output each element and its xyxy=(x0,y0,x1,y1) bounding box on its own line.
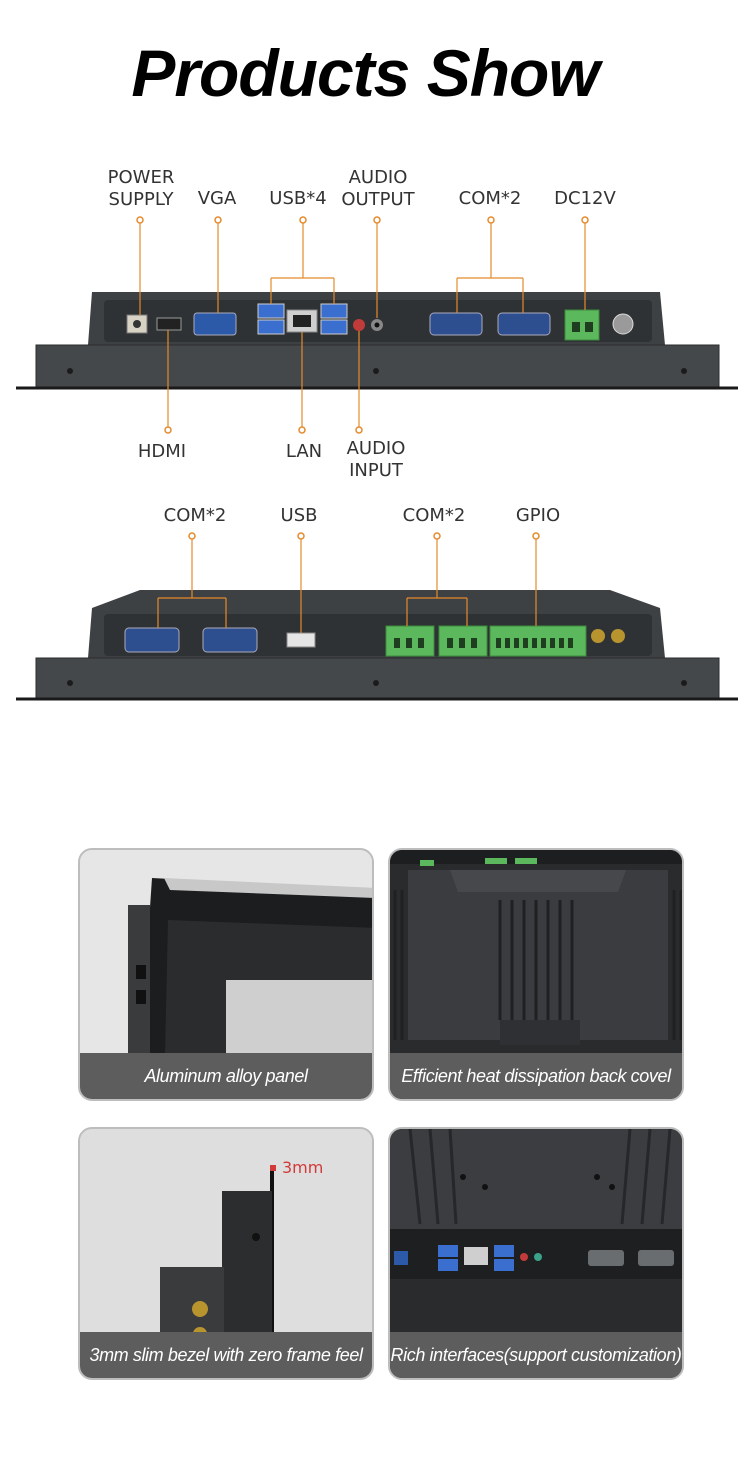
antenna-connector-2 xyxy=(611,629,625,643)
label-audio-input: AUDIO INPUT xyxy=(346,438,406,481)
bezel-thickness-marker: 3mm xyxy=(282,1158,324,1177)
label-audio-output: AUDIO OUTPUT xyxy=(341,167,415,210)
top-bezel xyxy=(35,344,720,388)
usb-ports-left xyxy=(257,319,285,335)
top-io-panel-diagram xyxy=(16,216,738,434)
bottom-io-panel-diagram xyxy=(16,532,738,701)
label-lan: LAN xyxy=(285,441,323,462)
feature-card-bezel: 3mm 3mm slim bezel with zero frame feel xyxy=(78,1127,374,1380)
hdmi-port xyxy=(156,317,182,331)
caption-heat: Efficient heat dissipation back covel xyxy=(390,1053,682,1099)
bottom-com-port-2 xyxy=(202,627,258,653)
label-usb-bottom: USB xyxy=(280,505,318,526)
label-power-supply: POWER SUPPLY xyxy=(107,167,175,210)
top-callout-lines xyxy=(139,220,586,430)
bottom-com-port-1 xyxy=(124,627,180,653)
antenna-connector-1 xyxy=(591,629,605,643)
bottom-bezel xyxy=(35,657,720,699)
dc12v-terminal xyxy=(564,309,600,341)
com-port-1 xyxy=(429,312,483,336)
caption-interfaces: Rich interfaces(support customization) xyxy=(390,1332,682,1378)
vga-port xyxy=(193,312,237,336)
feature-card-interfaces: Rich interfaces(support customization) xyxy=(388,1127,684,1380)
caption-bezel: 3mm slim bezel with zero frame feel xyxy=(80,1332,372,1378)
label-dc12v: DC12V xyxy=(554,188,616,209)
bottom-usb-port xyxy=(286,632,316,648)
label-usb4: USB*4 xyxy=(269,188,327,209)
label-vga: VGA xyxy=(197,188,237,209)
com-port-2 xyxy=(497,312,551,336)
page-title: Products Show xyxy=(131,36,599,110)
label-com2-top: COM*2 xyxy=(458,188,522,209)
usb-ports-right xyxy=(320,319,348,335)
feature-card-aluminum: Aluminum alloy panel xyxy=(78,848,374,1101)
label-com2-bottom-right: COM*2 xyxy=(402,505,466,526)
power-button xyxy=(612,313,634,335)
label-com2-bottom-left: COM*2 xyxy=(163,505,227,526)
label-gpio: GPIO xyxy=(515,505,561,526)
bottom-callout-lines xyxy=(157,536,537,633)
label-hdmi: HDMI xyxy=(137,441,187,462)
audio-input-jack xyxy=(353,319,365,331)
caption-aluminum: Aluminum alloy panel xyxy=(80,1053,372,1099)
feature-card-heat: Efficient heat dissipation back covel xyxy=(388,848,684,1101)
